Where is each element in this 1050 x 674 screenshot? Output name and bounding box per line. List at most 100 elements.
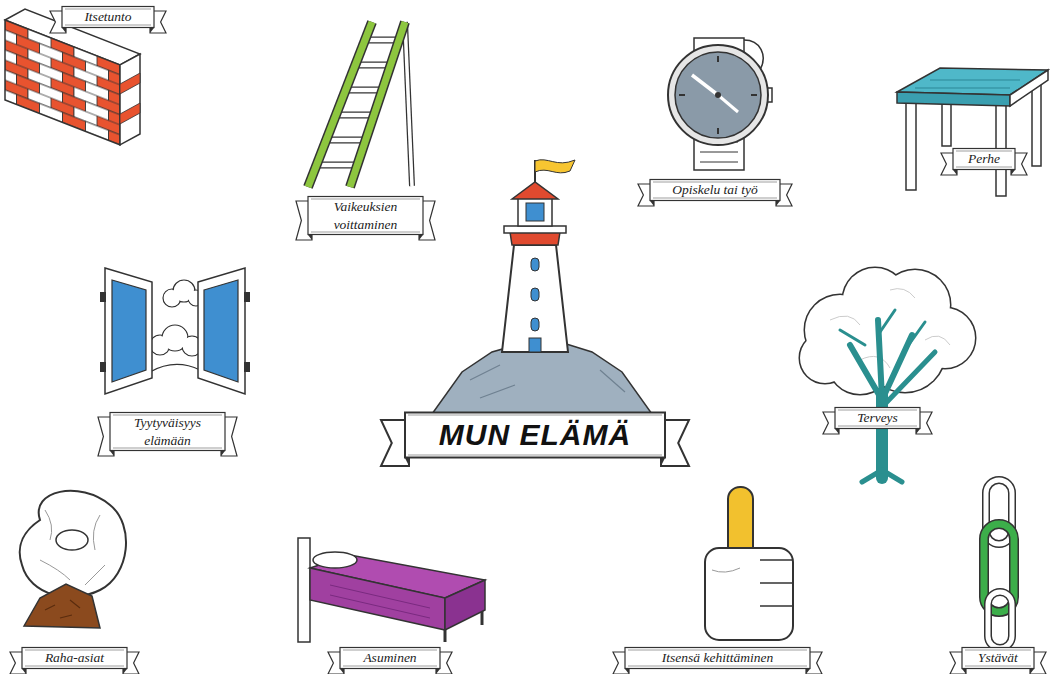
open-window-part (112, 280, 146, 382)
wrist-watch-part-part (717, 128, 719, 134)
open-window-part (100, 362, 106, 372)
label-ribbon: Itsensä kehittäminen (625, 647, 810, 669)
thumbs-up-part (705, 548, 793, 640)
ribbon-fold (776, 201, 780, 206)
tree (800, 268, 975, 482)
ribbon-rule (343, 666, 437, 667)
ribbon-body (62, 7, 154, 28)
ribbon-rule (311, 232, 420, 233)
ribbon-fold (419, 235, 423, 240)
lighthouse (432, 160, 652, 414)
open-window-part (105, 268, 152, 394)
tree-part (840, 310, 935, 482)
ribbon-label: Tyytyväisyys elämään (118, 414, 217, 449)
wrist-watch-part (715, 92, 721, 98)
table-part (906, 100, 916, 190)
lighthouse-part (518, 198, 552, 226)
table-part (915, 88, 1010, 89)
wrist-watch-part-part (751, 94, 757, 96)
ribbon-rule (838, 426, 917, 427)
table-part (930, 80, 1020, 81)
wrist-watch-part (692, 75, 718, 95)
open-window-part (198, 268, 245, 394)
ribbon-rule (65, 25, 151, 26)
ribbon-label: Perhe (961, 150, 1007, 168)
wrist-watch-part (700, 162, 738, 163)
ribbon-fold (150, 28, 154, 33)
brick-wall-part (120, 73, 140, 94)
label-ribbon: Asuminen (340, 647, 440, 669)
open-window-part (150, 364, 200, 372)
ribbon-body (953, 149, 1015, 170)
bread-bun-part (24, 584, 100, 628)
ribbon-fold (123, 669, 127, 674)
ribbon-fold (650, 201, 654, 206)
ladder-part (405, 22, 412, 186)
label-ribbon: Itsetunto (62, 6, 154, 28)
bed-part (330, 585, 430, 618)
label-ribbon: Vaikeuksien voittaminen (308, 196, 423, 235)
wrist-watch-part (668, 45, 768, 145)
ribbon-fold (806, 669, 810, 674)
brick-wall-part (120, 103, 140, 124)
chain-part (988, 592, 1012, 648)
tree-part (800, 268, 975, 394)
ribbon-fold (625, 669, 629, 674)
table-part (1010, 70, 1048, 106)
open-window-part (204, 280, 238, 382)
ribbon-label: Vaikeuksien voittaminen (316, 198, 415, 233)
title-banner: MUN ELÄMÄ (405, 412, 665, 458)
bed-part (313, 552, 357, 568)
ribbon-rule (408, 455, 662, 456)
ribbon-body (650, 180, 780, 201)
wrist-watch-part (718, 95, 738, 112)
ribbon-fold (1030, 669, 1034, 674)
brick-wall-part-part (5, 20, 120, 145)
lighthouse-part (502, 245, 568, 352)
chain-part (988, 592, 1012, 648)
label-ribbon: Opiskelu tai työ (650, 179, 780, 201)
open-window-part (151, 281, 203, 355)
lighthouse-part (529, 338, 541, 352)
open-window-part (244, 292, 250, 302)
bread-bun-part (40, 510, 105, 585)
chain (984, 480, 1014, 648)
ribbon-body (405, 413, 665, 458)
ribbon-rule (113, 448, 222, 449)
ribbon-body (308, 197, 423, 235)
ribbon-label: Opiskelu tai työ (658, 181, 772, 199)
label-ribbon: Ystävät (962, 647, 1034, 669)
bed-part (445, 580, 485, 630)
tree-part-part (840, 310, 925, 350)
thumbs-up (705, 487, 793, 640)
ribbon-fold (661, 458, 665, 466)
ribbon-label: Terveys (843, 409, 912, 427)
table-part (897, 92, 1010, 106)
lighthouse-part (512, 182, 558, 199)
ribbon-label: Asuminen (348, 649, 432, 667)
ribbon-fold (916, 429, 920, 434)
ladder-part (350, 22, 405, 187)
ribbon-fold (962, 669, 966, 674)
lighthouse-part (504, 226, 566, 233)
bed-part (310, 568, 445, 630)
lighthouse-part (531, 288, 539, 301)
lighthouse-part (470, 365, 625, 398)
ladder-part (350, 22, 405, 187)
bed-part (298, 538, 310, 642)
ribbon-fold (1011, 170, 1015, 175)
table (897, 68, 1048, 196)
wrist-watch-part-part (679, 94, 685, 96)
lighthouse-part (531, 318, 539, 331)
label-ribbon: Tyytyväisyys elämään (110, 412, 225, 451)
ribbon-label: Ystävät (970, 649, 1026, 667)
label-ribbon: Terveys (835, 407, 920, 429)
tree-part (800, 268, 975, 394)
brick-wall-part (5, 20, 120, 145)
ribbon-body (110, 413, 225, 451)
tree-part-part (800, 333, 850, 383)
bread-bun-part (56, 530, 88, 550)
ribbon-rule (653, 198, 777, 199)
tree-part-part (862, 470, 902, 482)
